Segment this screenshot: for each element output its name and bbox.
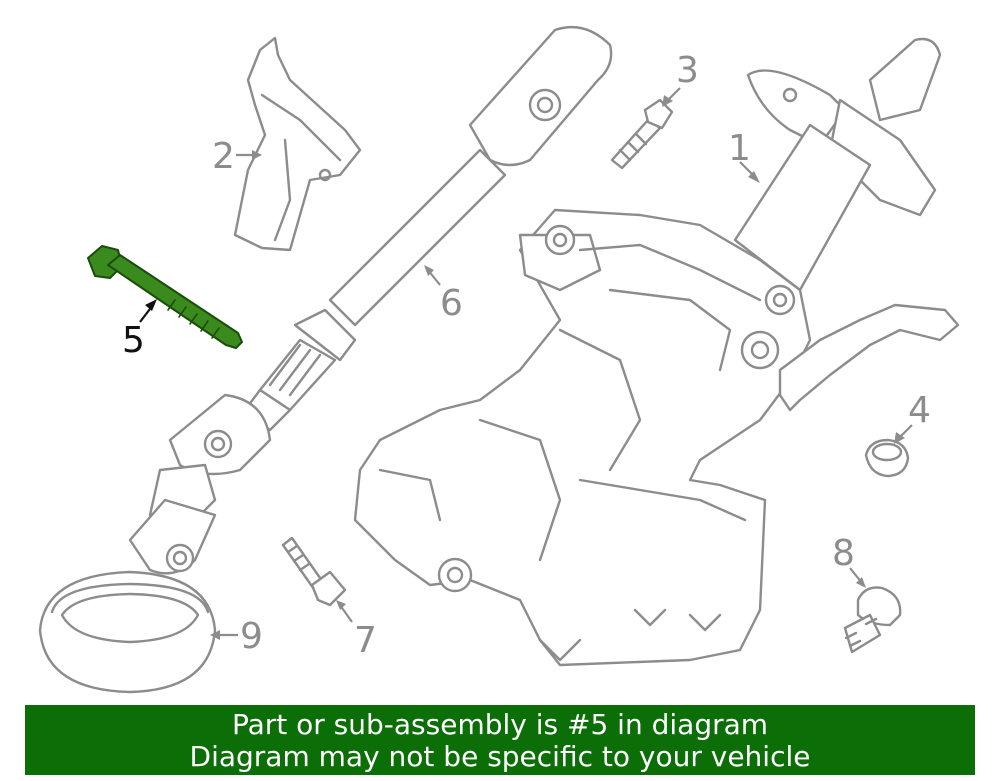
callout-9: 9 bbox=[240, 616, 263, 657]
part-1-steering-column[interactable] bbox=[353, 37, 960, 667]
callout-8: 8 bbox=[832, 533, 855, 574]
callout-1: 1 bbox=[728, 128, 751, 169]
parts-diagram: 1 2 3 4 5 6 7 8 9 bbox=[38, 25, 960, 694]
callout-2: 2 bbox=[212, 136, 235, 177]
info-banner: Part or sub-assembly is #5 in diagram Di… bbox=[25, 705, 975, 775]
callout-4: 4 bbox=[908, 390, 931, 431]
part-2-bracket[interactable] bbox=[233, 36, 362, 252]
banner-line-1: Part or sub-assembly is #5 in diagram bbox=[231, 708, 769, 741]
callout-3: 3 bbox=[676, 50, 699, 91]
part-9-ring[interactable] bbox=[38, 570, 217, 694]
part-6-intermediate-shaft[interactable] bbox=[128, 25, 613, 575]
part-3-bolt[interactable] bbox=[610, 98, 674, 170]
callout-5: 5 bbox=[122, 320, 145, 361]
banner-line-2: Diagram may not be specific to your vehi… bbox=[189, 740, 811, 773]
callout-6: 6 bbox=[440, 283, 463, 324]
callout-leaders bbox=[139, 87, 913, 640]
part-8-bolt[interactable] bbox=[843, 586, 902, 654]
part-7-stud[interactable] bbox=[281, 536, 347, 607]
part-4-nut[interactable] bbox=[864, 438, 910, 478]
callout-7: 7 bbox=[354, 620, 377, 661]
part-5-bolt-highlighted[interactable] bbox=[87, 245, 243, 349]
